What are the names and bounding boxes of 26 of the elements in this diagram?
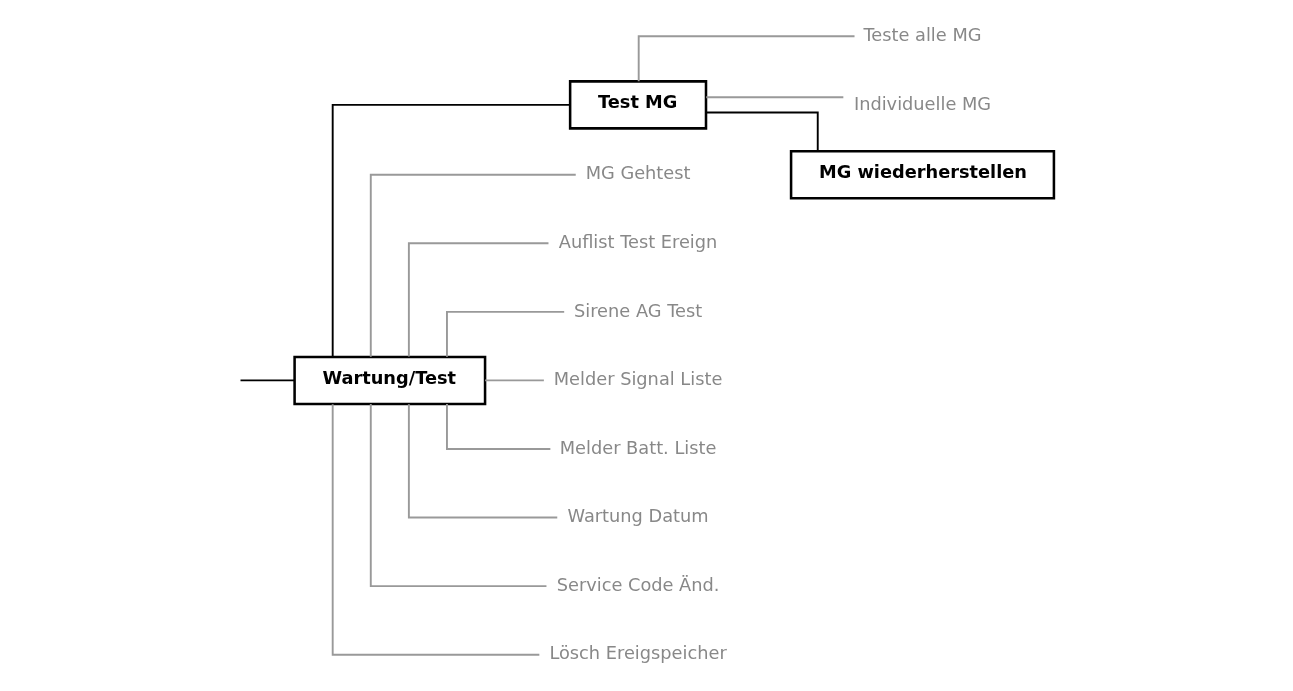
- node-text: Melder Signal Liste: [553, 369, 723, 390]
- node-box: MG wiederherstellen: [789, 149, 1056, 200]
- node-text: Sirene AG Test: [574, 300, 703, 321]
- connector: [407, 242, 550, 358]
- node-text: Melder Batt. Liste: [559, 437, 717, 458]
- node-text: Teste alle MG: [863, 25, 982, 46]
- node-box: Wartung/Test: [293, 355, 487, 406]
- connector: [705, 96, 845, 99]
- connector: [705, 111, 819, 153]
- connector: [446, 403, 552, 450]
- connector: [369, 173, 577, 358]
- node-text: Individuelle MG: [853, 93, 992, 114]
- connector: [446, 310, 566, 358]
- node-text: Wartung Datum: [567, 506, 709, 527]
- node-text: Lösch Ereigspeicher: [549, 643, 727, 664]
- connector: [239, 379, 296, 382]
- connector: [637, 35, 856, 83]
- node-text: Service Code Änd.: [556, 574, 720, 595]
- node-text: Auflist Test Ereign: [558, 231, 718, 252]
- connector: [407, 403, 559, 519]
- connector: [484, 379, 545, 382]
- connector: [331, 403, 541, 656]
- connector: [369, 403, 548, 588]
- node-box: Test MG: [568, 80, 708, 130]
- node-text: MG Gehtest: [585, 163, 691, 184]
- connector: [331, 103, 571, 358]
